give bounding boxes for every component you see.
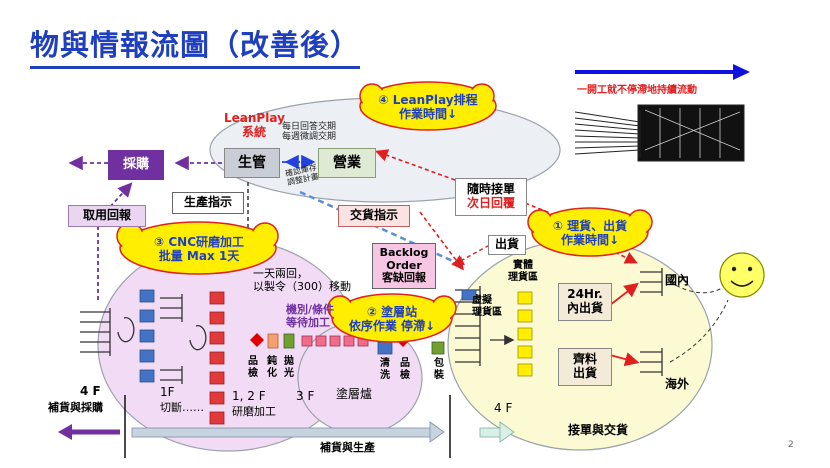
wait-note: 機別/條件等待加工 [286, 303, 335, 329]
production-instruction-label: 生產指示 [172, 192, 244, 214]
step-inspect1: 品檢 [248, 356, 258, 379]
domestic-label: 國內 [665, 273, 690, 287]
complete-ship-box: 齊料出貨 [558, 348, 612, 386]
delivery-instruction-label: 交貨指示 [338, 205, 410, 227]
floor-1f: 1F [160, 385, 175, 399]
cutting-label: 切斷…… [160, 401, 204, 414]
page-number: 2 [788, 440, 794, 450]
ship-24h-box: 24Hr.內出貨 [558, 283, 612, 321]
flow-illustration [574, 104, 745, 162]
callout-cloud-sorting [527, 207, 653, 257]
move-note: 一天兩回，以製令（300）移動 [253, 267, 351, 293]
replenish-production-label: 補貨與生產 [320, 441, 375, 454]
system-note: 每日回答交期每週微調交期 [282, 122, 337, 143]
shipping-label: 出貨 [488, 235, 526, 255]
overseas-label: 海外 [665, 377, 690, 391]
callout-coating-text: ② 塗層站依序作業 停滯↓ [348, 305, 436, 333]
grinding-label: 研磨加工 [232, 405, 276, 418]
callout-leanplay-text: ④ LeanPlay排程作業時間↓ [378, 93, 478, 121]
floor-4f-right: 4 F [494, 401, 513, 415]
pickup-reply-label: 取用回報 [68, 205, 146, 227]
step-pack: 包裝 [434, 358, 444, 381]
step-passivate: 鈍化 [267, 356, 277, 379]
floor-4f-left: 4 F [80, 384, 101, 398]
callout-cloud-coating [327, 293, 457, 343]
production-mgmt-node: 生管 [224, 148, 280, 178]
sales-node: 營業 [318, 148, 376, 178]
order-delivery-label: 接單與交貨 [568, 423, 629, 437]
virtual-area-label: 虛擬理貨區 [472, 295, 502, 318]
floor-12f: 1, 2 F [232, 389, 266, 403]
page-title: 物與情報流圖（改善後） [30, 22, 361, 69]
shipping-ellipse [447, 239, 713, 451]
purchasing-node: 採購 [108, 150, 164, 180]
step-inspect2: 品檢 [400, 358, 410, 381]
callout-cnc-text: ③ CNC研磨加工批量 Max 1天 [154, 235, 244, 263]
step-clean: 清洗 [380, 358, 390, 381]
legend-continuous-flow: 一開工就不停滯地持續流動 [577, 85, 697, 96]
floor-3f: 3 F [296, 389, 315, 403]
step-polish: 拋光 [284, 356, 294, 379]
physical-area-label: 實體理貨區 [508, 260, 538, 283]
coating-furnace-label: 塗層爐 [336, 387, 373, 401]
order-reply-label: 隨時接單次日回覆 [455, 178, 527, 216]
callout-sorting-text: ① 理貨、出貨作業時間↓ [552, 219, 628, 247]
replenish-purchase-label: 補貨與採購 [48, 401, 103, 414]
callout-cloud-leanplay [359, 81, 497, 131]
callout-cloud-cnc [116, 221, 279, 275]
smiley-icon [719, 252, 765, 298]
